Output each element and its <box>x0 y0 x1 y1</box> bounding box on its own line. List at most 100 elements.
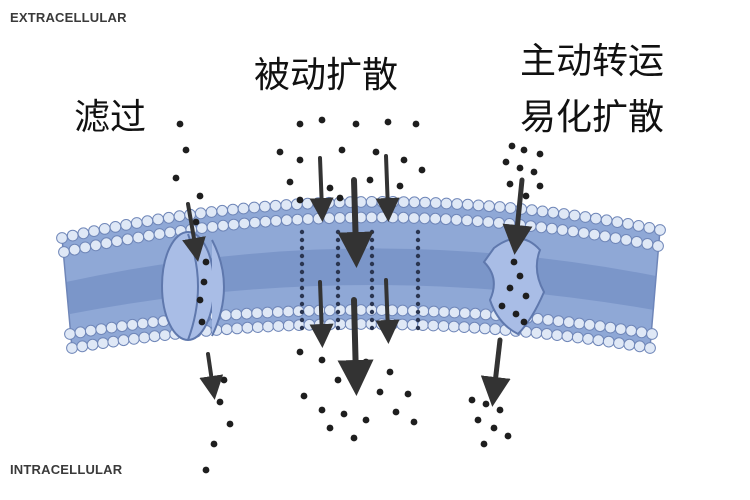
phospholipid-head <box>79 241 92 254</box>
molecule-dot-icon <box>498 302 506 310</box>
molecule-dot-icon <box>410 418 418 426</box>
diffusion-dot <box>369 301 375 307</box>
diffusion-dot <box>335 293 341 299</box>
diffusion-dot <box>369 245 375 251</box>
molecule-dot-icon <box>198 318 206 326</box>
phospholipid-head <box>623 338 636 351</box>
phospholipid-head <box>493 217 505 229</box>
molecule-dot-icon <box>318 406 326 414</box>
phospholipid-head <box>251 321 264 334</box>
diffusion-dot <box>415 277 421 283</box>
molecule-dot-icon <box>536 182 544 190</box>
molecule-dot-icon <box>362 358 370 366</box>
phospholipid-head <box>220 309 232 322</box>
phospholipid-head <box>599 230 611 243</box>
phospholipid-head <box>427 319 440 332</box>
phospholipid-head <box>86 338 99 351</box>
phospholipid-head <box>386 211 399 224</box>
molecule-dot-icon <box>522 292 530 300</box>
lipid-bilayer <box>56 196 666 354</box>
molecule-dot-icon <box>286 178 294 186</box>
diffusion-dot <box>299 309 305 315</box>
diffusion-dot <box>335 229 341 235</box>
phospholipid-head <box>272 320 285 332</box>
molecule-dot-icon <box>196 296 204 304</box>
phospholipid-head <box>159 329 171 342</box>
phospholipid-head <box>429 197 442 209</box>
molecule-dots <box>172 116 544 474</box>
phospholipid-head <box>440 197 453 210</box>
phospholipid-head <box>418 212 431 225</box>
molecule-dot-icon <box>326 184 334 192</box>
molecule-dot-icon <box>482 400 490 408</box>
molecule-dot-icon <box>216 398 224 406</box>
phospholipid-head <box>620 234 633 246</box>
molecule-dot-icon <box>396 182 404 190</box>
molecule-dot-icon <box>366 176 374 184</box>
phospholipid-head <box>220 323 233 336</box>
diffusion-dot <box>369 261 375 267</box>
diffusion-dot <box>415 245 421 251</box>
phospholipid-head <box>206 221 219 233</box>
phospholipid-head <box>471 215 484 228</box>
diffusion-dot <box>369 253 375 259</box>
phospholipid-head <box>282 319 295 332</box>
molecule-dot-icon <box>220 376 228 384</box>
phospholipid-head <box>291 213 304 226</box>
diffusion-dot <box>369 309 375 315</box>
phospholipid-head <box>482 216 495 228</box>
phospholipid-head <box>396 318 409 331</box>
phospholipid-head <box>303 318 316 331</box>
phospholipid-head <box>632 220 645 232</box>
molecule-dot-icon <box>318 116 326 124</box>
phospholipid-head <box>530 326 543 339</box>
molecule-dot-icon <box>502 158 510 166</box>
molecule-dot-icon <box>334 376 342 384</box>
diffusion-dot <box>415 237 421 243</box>
phospholipid-head <box>230 308 243 321</box>
molecule-dot-icon <box>318 356 326 364</box>
molecule-dot-icon <box>516 164 524 172</box>
molecule-dot-icon <box>412 120 420 128</box>
phospholipid-head <box>237 202 250 215</box>
phospholipid-head <box>74 326 87 339</box>
down-arrow-icon <box>337 177 374 268</box>
phospholipid-head <box>323 304 336 317</box>
phospholipid-head <box>552 315 565 328</box>
phospholipid-head <box>461 214 474 227</box>
phospholipid-head <box>282 305 295 318</box>
molecule-dot-icon <box>202 466 210 474</box>
phospholipid-head <box>461 198 474 211</box>
phospholipid-head <box>270 215 283 227</box>
phospholipid-head <box>58 246 70 258</box>
phospholipid-head <box>536 205 549 218</box>
diffusion-dot <box>299 253 305 259</box>
diffusion-dot <box>299 301 305 307</box>
down-arrow-icon <box>199 352 224 400</box>
phospholipid-head <box>535 221 548 234</box>
phospholipid-head <box>397 211 410 224</box>
phospholipid-head <box>611 216 624 229</box>
phospholipid-head <box>397 196 410 209</box>
molecule-dot-icon <box>480 440 488 448</box>
molecule-dot-icon <box>372 148 380 156</box>
diffusion-dot <box>369 237 375 243</box>
molecule-dot-icon <box>522 192 530 200</box>
down-arrow-icon <box>502 177 533 255</box>
phospholipid-head <box>68 243 81 256</box>
down-arrow-icon <box>375 278 400 344</box>
phospholipid-head <box>76 340 89 353</box>
phospholipid-head <box>613 337 625 350</box>
phospholipid-head <box>622 218 634 230</box>
diffusion-dot <box>299 293 305 299</box>
phospholipid-head <box>472 199 485 212</box>
phospholipid-head <box>531 312 544 325</box>
phospholipid-head <box>231 322 244 335</box>
phospholipid-head <box>262 320 275 333</box>
phospholipid-head <box>95 323 108 336</box>
phospholipid-head <box>66 229 79 242</box>
phospholipid-head <box>259 200 271 213</box>
diffusion-dot <box>369 285 375 291</box>
phospholipid-heads <box>56 196 666 354</box>
